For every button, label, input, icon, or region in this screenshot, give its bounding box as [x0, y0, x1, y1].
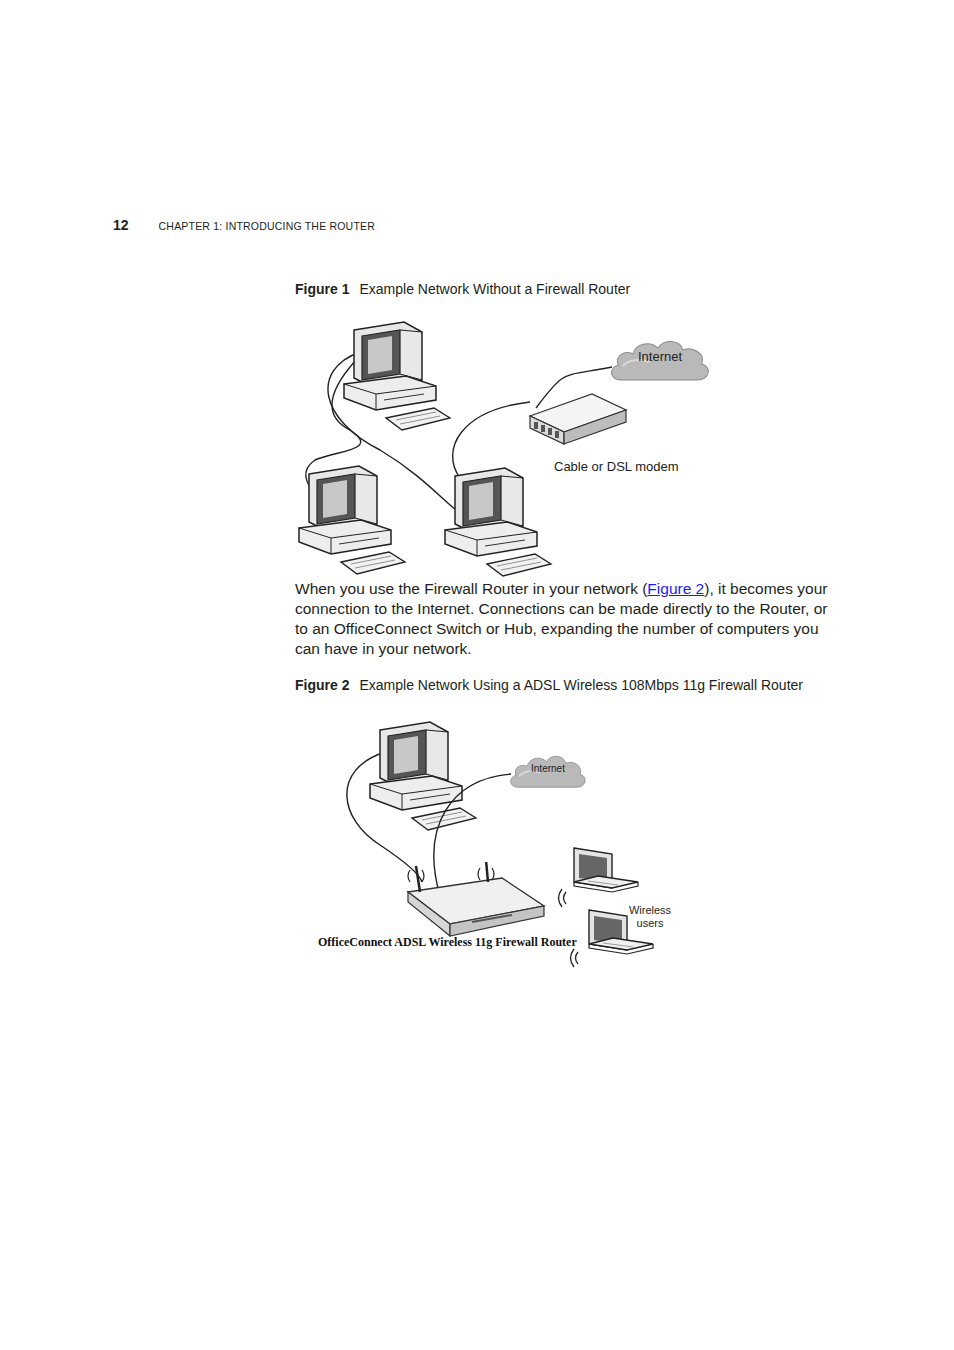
internet-cloud: Internet: [508, 752, 588, 792]
node-label: Internet: [508, 763, 588, 774]
router-device: OfficeConnect ADSL Wireless 11g Firewall…: [312, 862, 612, 952]
figure-number: Figure 2: [295, 677, 349, 693]
figure-link: Figure 2: [647, 580, 704, 597]
network-cable: [434, 774, 511, 896]
device-label: Wireless users: [629, 904, 671, 929]
figure-caption: Figure 2 Example Network Using a ADSL Wir…: [295, 677, 803, 693]
internet-cloud: Internet: [608, 336, 712, 386]
page-header: 12 CHAPTER 1: INTRODUCING THE ROUTER: [113, 216, 375, 234]
body-paragraph: When you use the Firewall Router in your…: [295, 579, 830, 659]
figure-title: Example Network Without a Firewall Route…: [359, 281, 630, 297]
figure-caption: Figure 1 Example Network Without a Firewa…: [295, 281, 630, 297]
node-label: Internet: [608, 349, 712, 364]
figure-number: Figure 1: [295, 281, 349, 297]
chapter-title: CHAPTER 1: INTRODUCING THE ROUTER: [159, 220, 375, 232]
page-number: 12: [113, 217, 129, 233]
figure-title: Example Network Using a ADSL Wireless 10…: [359, 677, 803, 693]
wireless-users-label: Wireless users: [622, 904, 678, 930]
modem-device: Cable or DSL modem: [522, 386, 697, 478]
body-text: When you use the Firewall Router in your…: [295, 580, 647, 597]
node-label: Cable or DSL modem: [554, 459, 679, 474]
node-label: OfficeConnect ADSL Wireless 11g Firewall…: [318, 935, 577, 950]
